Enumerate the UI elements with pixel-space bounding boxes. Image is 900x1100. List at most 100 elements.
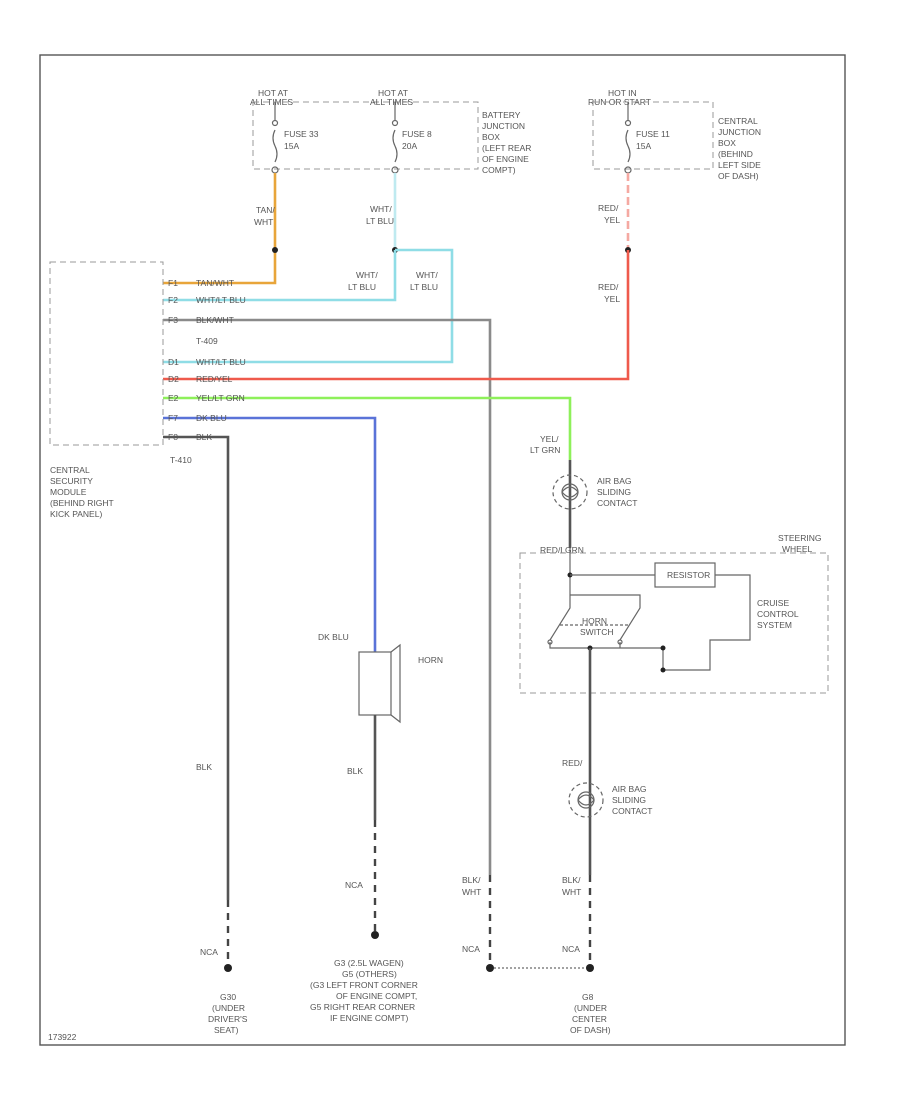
fuse11-symbol bbox=[625, 129, 631, 163]
resistor-circuit-line bbox=[570, 574, 751, 671]
module-connector-bottom: T-410 bbox=[170, 455, 192, 465]
fuse33-out-terminal bbox=[271, 166, 279, 174]
nca-1-label: NCA bbox=[200, 947, 218, 957]
module-pin-label: YEL/LT GRN bbox=[196, 393, 245, 403]
wire-blk-wht-1-label: BLK/WHT bbox=[462, 875, 481, 897]
resistor-label: RESISTOR bbox=[667, 570, 710, 580]
steering-wheel-outline bbox=[519, 552, 829, 694]
wire-red-yel-mid-label: RED/YEL bbox=[598, 282, 620, 304]
horn-switch-right bbox=[570, 594, 641, 641]
figure-id: 173922 bbox=[48, 1032, 77, 1042]
ground-horn: NCA G3 (2.5L WAGEN)G5 (OTHERS)(G3 LEFT F… bbox=[310, 820, 418, 1023]
wire-blk-module bbox=[163, 435, 230, 900]
module-pin-id: F1 bbox=[168, 278, 178, 288]
wire-dk-blu-label: DK BLU bbox=[318, 632, 349, 642]
module-pin-id: D1 bbox=[168, 357, 179, 367]
wire-red-bottom-label: RED/ bbox=[562, 758, 583, 768]
fuse8-symbol bbox=[392, 129, 398, 163]
wire-red-lgrn-label: RED/LGRN bbox=[540, 545, 584, 555]
module-pin-id: F7 bbox=[168, 413, 178, 423]
wire-blk-wht bbox=[163, 318, 492, 875]
module-pin-id: F3 bbox=[168, 315, 178, 325]
wire-red-yel bbox=[163, 250, 630, 381]
wire-red-yel-top-label: RED/YEL bbox=[598, 203, 620, 225]
module-pin-label: WHT/LT BLU bbox=[196, 357, 246, 367]
ground-center-point-left bbox=[486, 964, 494, 972]
module-pin-label: T-409 bbox=[196, 336, 218, 346]
wire-yel-ltgrn bbox=[163, 396, 572, 460]
nca-4-label: NCA bbox=[562, 944, 580, 954]
clock-spring-bottom-outer bbox=[568, 782, 604, 818]
ground-horn-point bbox=[371, 931, 379, 939]
horn-switch-common bbox=[549, 642, 664, 670]
module-pin-label: TAN/WHT bbox=[196, 278, 234, 288]
module-pin-id: F8 bbox=[168, 432, 178, 442]
wire-wht-ltblu-top-label: WHT/LT BLU bbox=[366, 204, 394, 226]
wire-dk-blu bbox=[163, 416, 377, 652]
module-outline bbox=[49, 261, 164, 446]
wire-wht-ltblu-a-label: WHT/LT BLU bbox=[348, 270, 378, 292]
wire-yel-ltgrn-label: YEL/LT GRN bbox=[530, 434, 560, 455]
ground-center-point-right bbox=[586, 964, 594, 972]
wire-blk-1-label: BLK bbox=[196, 762, 212, 772]
fuse-box-outline-right bbox=[592, 101, 714, 170]
module-pin-id: F2 bbox=[168, 295, 178, 305]
horn-switch-node-3 bbox=[660, 667, 666, 673]
nca-2-label: NCA bbox=[345, 880, 363, 890]
ground-horn-label: G3 (2.5L WAGEN)G5 (OTHERS)(G3 LEFT FRONT… bbox=[310, 958, 418, 1023]
module-pin-label: DK BLU bbox=[196, 413, 227, 423]
nca-3-label: NCA bbox=[462, 944, 480, 954]
splice-tan-wht bbox=[272, 247, 278, 253]
fuse33-symbol bbox=[272, 129, 278, 163]
fuse33-terminal bbox=[271, 119, 279, 127]
horn-switch-left bbox=[549, 595, 571, 641]
diagram-frame bbox=[39, 54, 846, 1046]
fuse11-out-terminal bbox=[624, 166, 632, 174]
wire-blk-wht-2-label: BLK/WHT bbox=[562, 875, 581, 897]
fuse-box-outline-left bbox=[252, 101, 479, 170]
module-pin-label: WHT/LT BLU bbox=[196, 295, 246, 305]
wire-wht-ltblu-b-label: WHT/LT BLU bbox=[410, 270, 438, 292]
horn: HORN BLK bbox=[347, 643, 443, 820]
horn-switch-node-2 bbox=[660, 645, 666, 651]
clock-spring-bottom-coil bbox=[577, 794, 595, 806]
fuse8-out-terminal bbox=[391, 166, 399, 174]
horn-label: HORN bbox=[418, 655, 443, 665]
fuse11-terminal bbox=[624, 119, 632, 127]
module-pin-id: E2 bbox=[168, 393, 179, 403]
wire-blk-2-label: BLK bbox=[347, 766, 363, 776]
clock-spring-top-outer bbox=[552, 474, 588, 510]
wire-tan-wht-label: TAN/WHT bbox=[254, 205, 275, 227]
resistor-box bbox=[654, 562, 716, 588]
clock-spring-top-coil bbox=[561, 486, 579, 498]
module-pin-id: D2 bbox=[168, 374, 179, 384]
horn-body bbox=[358, 651, 392, 716]
ground-driver-point bbox=[224, 964, 232, 972]
module-pin-label: BLK/WHT bbox=[196, 315, 234, 325]
fuse8-terminal bbox=[391, 119, 399, 127]
horn-bell bbox=[390, 643, 401, 724]
